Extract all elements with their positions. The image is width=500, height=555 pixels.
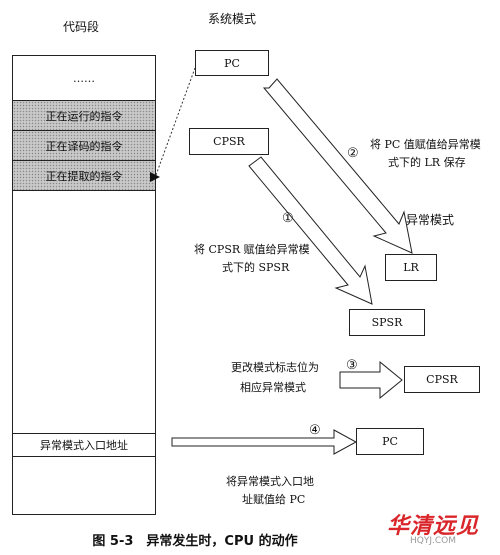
code-segment-label: 代码段: [63, 20, 100, 34]
pc-pointer-marker: [150, 172, 160, 182]
system-pc-box: PC: [195, 50, 269, 76]
step-3-line-2: 相应异常模式: [240, 381, 306, 394]
code-row-ellipsis-text: ……: [73, 71, 95, 85]
step-4-number: ④: [309, 423, 321, 438]
watermark-logo: 华清远见 HQYJ.COM: [374, 508, 492, 552]
step-2-number: ②: [347, 146, 359, 161]
exception-pc-box: PC: [356, 428, 424, 455]
code-row-decoding: 正在译码的指令: [13, 131, 155, 161]
exception-mode-label: 异常模式: [406, 213, 455, 227]
step-1-line-1: 将 CPSR 赋值给异常模: [194, 243, 310, 256]
code-row-entry: 异常模式入口地址: [13, 433, 155, 457]
watermark-sub: HQYJ.COM: [410, 536, 456, 546]
system-pc-text: PC: [224, 56, 240, 70]
step-4-line-2: 址赋值给 PC: [242, 493, 306, 506]
step-1-line-2: 式下的 SPSR: [222, 261, 290, 274]
arrow-pc-to-lr: [262, 78, 413, 254]
step-4-line-1: 将异常模式入口地: [226, 475, 314, 488]
spsr-box: SPSR: [349, 309, 425, 336]
figure-caption: 图 5-3 异常发生时，CPU 的动作: [92, 534, 298, 549]
code-row-executing-text: 正在运行的指令: [45, 109, 123, 123]
code-row-executing: 正在运行的指令: [13, 101, 155, 131]
spsr-text: SPSR: [371, 316, 403, 329]
step-2-line-1: 将 PC 值赋值给异常模: [370, 138, 481, 151]
code-row-fetching: 正在提取的指令: [13, 161, 155, 191]
exception-cpsr-text: CPSR: [426, 373, 458, 386]
step-3-line-1: 更改模式标志位为: [231, 361, 319, 374]
arrow-entry-to-pc: [171, 429, 358, 455]
lr-box: LR: [385, 254, 437, 281]
step-2-line-2: 式下的 LR 保存: [388, 156, 466, 169]
lr-text: LR: [403, 261, 419, 274]
code-row-fetching-text: 正在提取的指令: [45, 169, 123, 183]
code-row-entry-text: 异常模式入口地址: [40, 439, 128, 452]
system-mode-label: 系统模式: [208, 12, 257, 26]
code-row-ellipsis: ……: [13, 56, 155, 101]
arrow-to-exc-cpsr: [339, 360, 403, 400]
exception-pc-text: PC: [382, 435, 398, 448]
system-cpsr-box: CPSR: [189, 128, 269, 155]
step-3-number: ③: [346, 358, 358, 373]
step-1-number: ①: [282, 211, 294, 226]
code-segment-column: …… 正在运行的指令 正在译码的指令 正在提取的指令 异常模式入口地址: [12, 55, 156, 515]
arrow-cpsr-to-spsr: [248, 156, 373, 305]
exception-cpsr-box: CPSR: [404, 366, 480, 393]
code-row-decoding-text: 正在译码的指令: [45, 139, 123, 153]
system-cpsr-text: CPSR: [213, 135, 245, 148]
watermark-text: 华清远见: [386, 514, 479, 539]
pc-dashed-pointer: [155, 67, 196, 176]
